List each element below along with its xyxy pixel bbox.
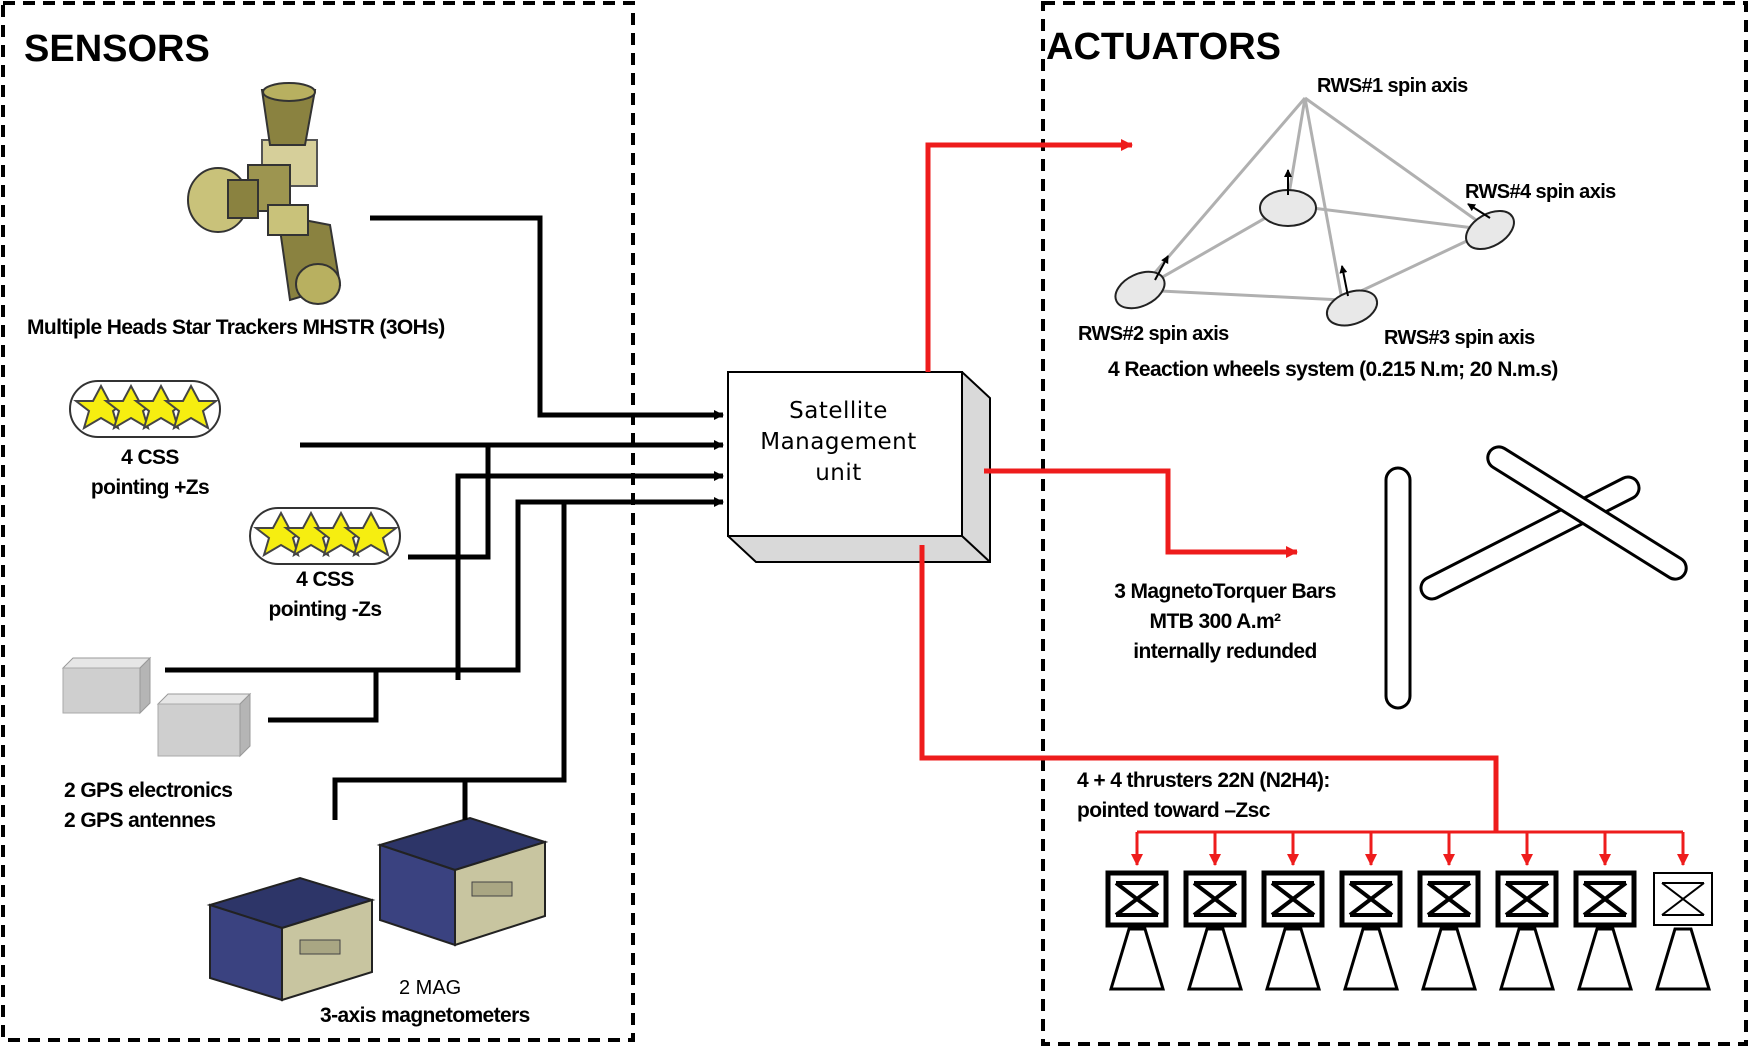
css-minus-line2: pointing -Zs [268,598,383,621]
mtb-line2: MTB 300 A.m² [1149,610,1281,633]
gps-line1: 2 GPS electronics [64,779,233,802]
thrusters-row [1105,870,1713,991]
mag-count-label: 2 MAG [399,977,462,999]
thruster-icon [1573,870,1637,991]
rw4-label: RWS#4 spin axis [1465,181,1616,203]
css-minus-icon [249,507,401,565]
magnetotorquer-bars-icon [1384,445,1688,710]
thruster-icon [1653,872,1713,991]
css-plus-icon [69,380,221,438]
gps-line2: 2 GPS antennes [64,809,216,832]
rw2-label: RWS#2 spin axis [1078,323,1229,345]
rw-system-label: 4 Reaction wheels system (0.215 N.m; 20 … [1108,358,1558,381]
thruster-icon [1183,870,1247,991]
thrusters-line1: 4 + 4 thrusters 22N (N2H4): [1077,769,1330,792]
mtb-label: 3 MagnetoTorquer Bars MTB 300 A.m² inter… [1085,577,1365,667]
actuators-group-box [1041,1,1748,1046]
actuators-title: ACTUATORS [1046,26,1282,68]
thruster-icon [1261,870,1325,991]
smu-line1: Satellite [789,398,888,424]
star-tracker-icon [187,82,342,305]
smu-line3: unit [815,460,862,486]
star-tracker-label: Multiple Heads Star Trackers MHSTR (3OHs… [27,316,445,339]
mtb-line1: 3 MagnetoTorquer Bars [1114,580,1336,603]
css-plus-line1: 4 CSS [121,446,179,469]
satellite-management-unit-label: Satellite Management unit [727,396,950,489]
thrusters-label: 4 + 4 thrusters 22N (N2H4): pointed towa… [1077,766,1330,826]
mtb-line3: internally redunded [1133,640,1317,663]
smu-line2: Management [760,429,917,455]
thruster-icon [1495,870,1559,991]
sensors-title: SENSORS [24,28,210,70]
thruster-icon [1339,870,1403,991]
css-plus-line2: pointing +Zs [90,476,210,499]
sensor-connection-lines [165,215,724,820]
thruster-feed-lines [1131,830,1689,866]
magnetometer-icon [206,816,549,1002]
sensors-group-box [1,1,635,1042]
thrusters-line2: pointed toward –Zsc [1077,799,1270,822]
satellite-management-unit-box [727,371,991,563]
css-minus-line1: 4 CSS [296,568,354,591]
gps-icon [61,656,252,758]
actuator-connection-lines [919,139,1499,832]
css-plus-label: 4 CSS pointing +Zs [70,443,230,503]
mag-label: 3-axis magnetometers [320,1004,530,1027]
thruster-icon [1417,870,1481,991]
gps-label: 2 GPS electronics 2 GPS antennes [64,776,233,836]
rw1-label: RWS#1 spin axis [1317,75,1468,97]
css-minus-label: 4 CSS pointing -Zs [245,565,405,625]
thruster-icon [1105,870,1169,991]
rw3-label: RWS#3 spin axis [1384,327,1535,349]
reaction-wheels-diagram [1114,96,1515,327]
